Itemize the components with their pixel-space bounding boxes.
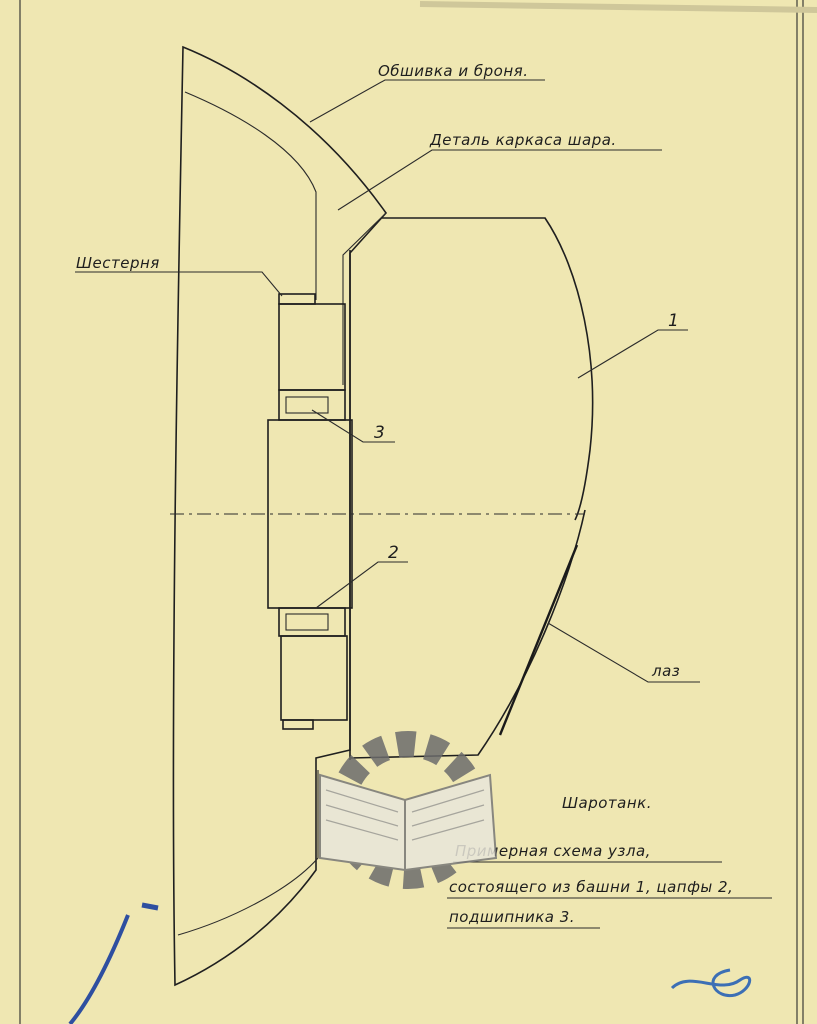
shell-inner-liner — [184, 91, 317, 300]
label-obshivka: Обшивка и броня. — [378, 62, 528, 80]
blue-ink-signature — [670, 968, 751, 998]
bearing-2-roller — [285, 613, 329, 631]
turret-contour — [382, 217, 594, 521]
label-num-3: 3 — [374, 423, 385, 443]
frame-detail-contour — [342, 212, 387, 385]
leader-detal — [337, 149, 662, 211]
paper-edge — [419, 1, 817, 13]
blue-ink-stroke — [68, 914, 130, 1024]
title-line-4: подшипника 3. — [449, 908, 575, 926]
label-num-2: 2 — [388, 543, 399, 563]
label-laz: лаз — [651, 662, 680, 680]
leader-1 — [577, 329, 688, 379]
title-line-2: Примерная схема узла, — [455, 842, 651, 860]
title-line-1: Шаротанк. — [562, 794, 652, 812]
label-num-1: 1 — [668, 311, 679, 331]
leader-shesternya — [75, 271, 283, 297]
shell-outer-contour — [172, 45, 388, 987]
leader-obshivka — [309, 79, 545, 123]
label-shesternya: Шестерня — [76, 254, 160, 272]
label-detal: Деталь каркаса шара. — [429, 131, 617, 149]
title-line-3: состоящего из башни 1, цапфы 2, — [449, 878, 733, 896]
leader-laz — [547, 622, 700, 683]
shell-inner-liner-lower — [177, 770, 319, 936]
leader-2 — [315, 561, 408, 609]
blue-ink-dot — [141, 902, 159, 911]
hatch-line — [498, 544, 579, 736]
leader-3 — [311, 409, 395, 443]
gear-lower — [282, 719, 314, 730]
lower-housing-block — [280, 635, 348, 721]
turret-lower-contour — [349, 509, 586, 759]
gear-book-logo — [319, 731, 498, 889]
bearing-3-roller — [285, 396, 329, 414]
